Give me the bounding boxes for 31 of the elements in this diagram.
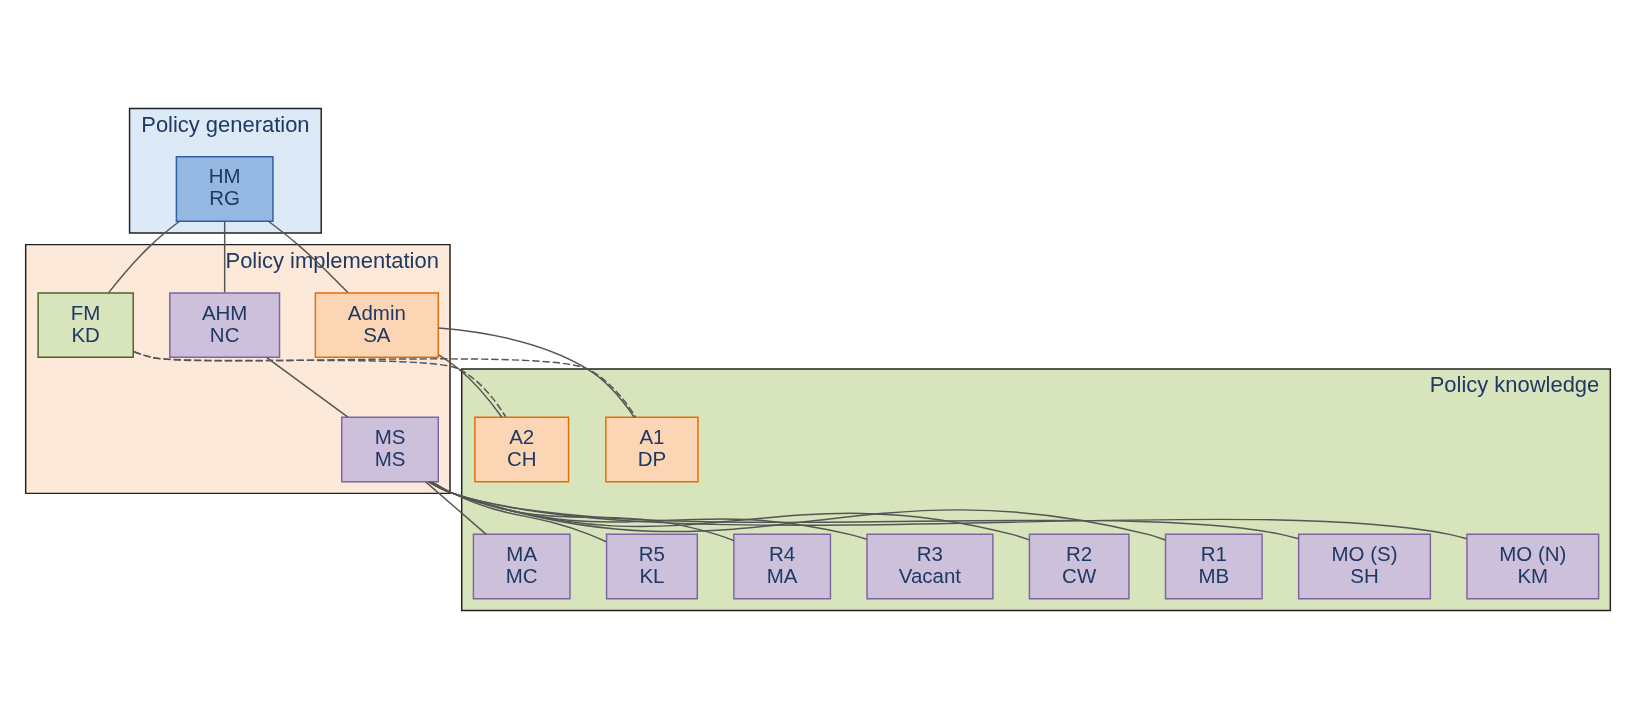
connector xyxy=(107,220,180,294)
connector xyxy=(431,480,607,542)
connector xyxy=(267,220,349,293)
node-box: A2 CH xyxy=(474,416,570,482)
node-box: R1 MB xyxy=(1164,533,1263,599)
connector xyxy=(428,480,1166,541)
connector xyxy=(425,480,487,535)
connector xyxy=(133,350,507,418)
connector xyxy=(437,353,503,418)
connector xyxy=(437,326,635,418)
node-box: FM KD xyxy=(37,291,134,358)
connector xyxy=(266,356,349,418)
node-box: AHM NC xyxy=(169,291,281,358)
node-box: Admin SA xyxy=(314,291,440,358)
connector xyxy=(223,220,226,293)
connector xyxy=(428,480,1300,539)
node-box: R2 CW xyxy=(1028,533,1130,599)
node-box: HM RG xyxy=(175,155,274,222)
node-box: MS MS xyxy=(341,416,440,482)
node-box: A1 DP xyxy=(605,416,699,482)
node-box: MA MC xyxy=(472,533,571,599)
connector xyxy=(429,480,868,540)
node-box: MO (N) KM xyxy=(1466,533,1600,599)
node-box: R4 MA xyxy=(733,533,832,599)
node-box: R3 Vacant xyxy=(866,533,994,599)
connector xyxy=(429,480,735,541)
connector xyxy=(428,480,1030,541)
node-box: R5 KL xyxy=(605,533,698,599)
node-box: MO (S) SH xyxy=(1297,533,1432,599)
connector xyxy=(428,480,1468,539)
connector xyxy=(133,350,637,418)
